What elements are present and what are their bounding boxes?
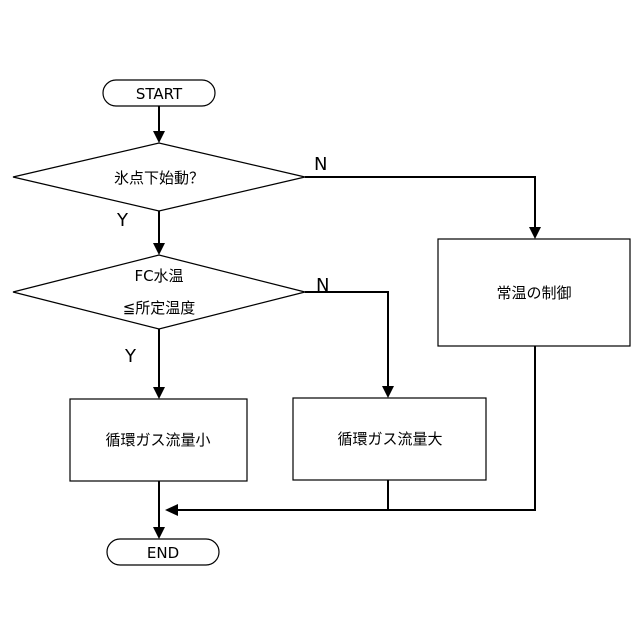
decision-fc-temp-line2: ≦所定温度 bbox=[123, 299, 196, 317]
decision-freeze-start-label: 氷点下始動？ bbox=[114, 169, 204, 187]
end-label: END bbox=[147, 544, 179, 562]
connector-d1-no bbox=[305, 177, 535, 232]
d1-yes-label: Y bbox=[116, 210, 129, 231]
decision-fc-temp-line1: FC水温 bbox=[134, 267, 183, 285]
arrow-end bbox=[153, 527, 165, 539]
arrow-d1-yes bbox=[153, 243, 165, 255]
process-small-flow-label: 循環ガス流量小 bbox=[105, 431, 210, 449]
d2-no-label: N bbox=[316, 275, 329, 296]
d2-yes-label: Y bbox=[124, 346, 137, 367]
d1-no-label: N bbox=[314, 154, 327, 175]
connector-d2-no bbox=[305, 292, 388, 391]
start-label: START bbox=[136, 85, 183, 103]
arrow-d1-no bbox=[529, 227, 541, 239]
arrow-d2-no bbox=[382, 386, 394, 398]
arrow-merge bbox=[165, 504, 178, 516]
process-large-flow-label: 循環ガス流量大 bbox=[337, 430, 442, 448]
arrow-d2-yes bbox=[153, 387, 165, 399]
arrow-start-d1 bbox=[153, 131, 165, 143]
process-normal-control-label: 常温の制御 bbox=[496, 284, 571, 302]
